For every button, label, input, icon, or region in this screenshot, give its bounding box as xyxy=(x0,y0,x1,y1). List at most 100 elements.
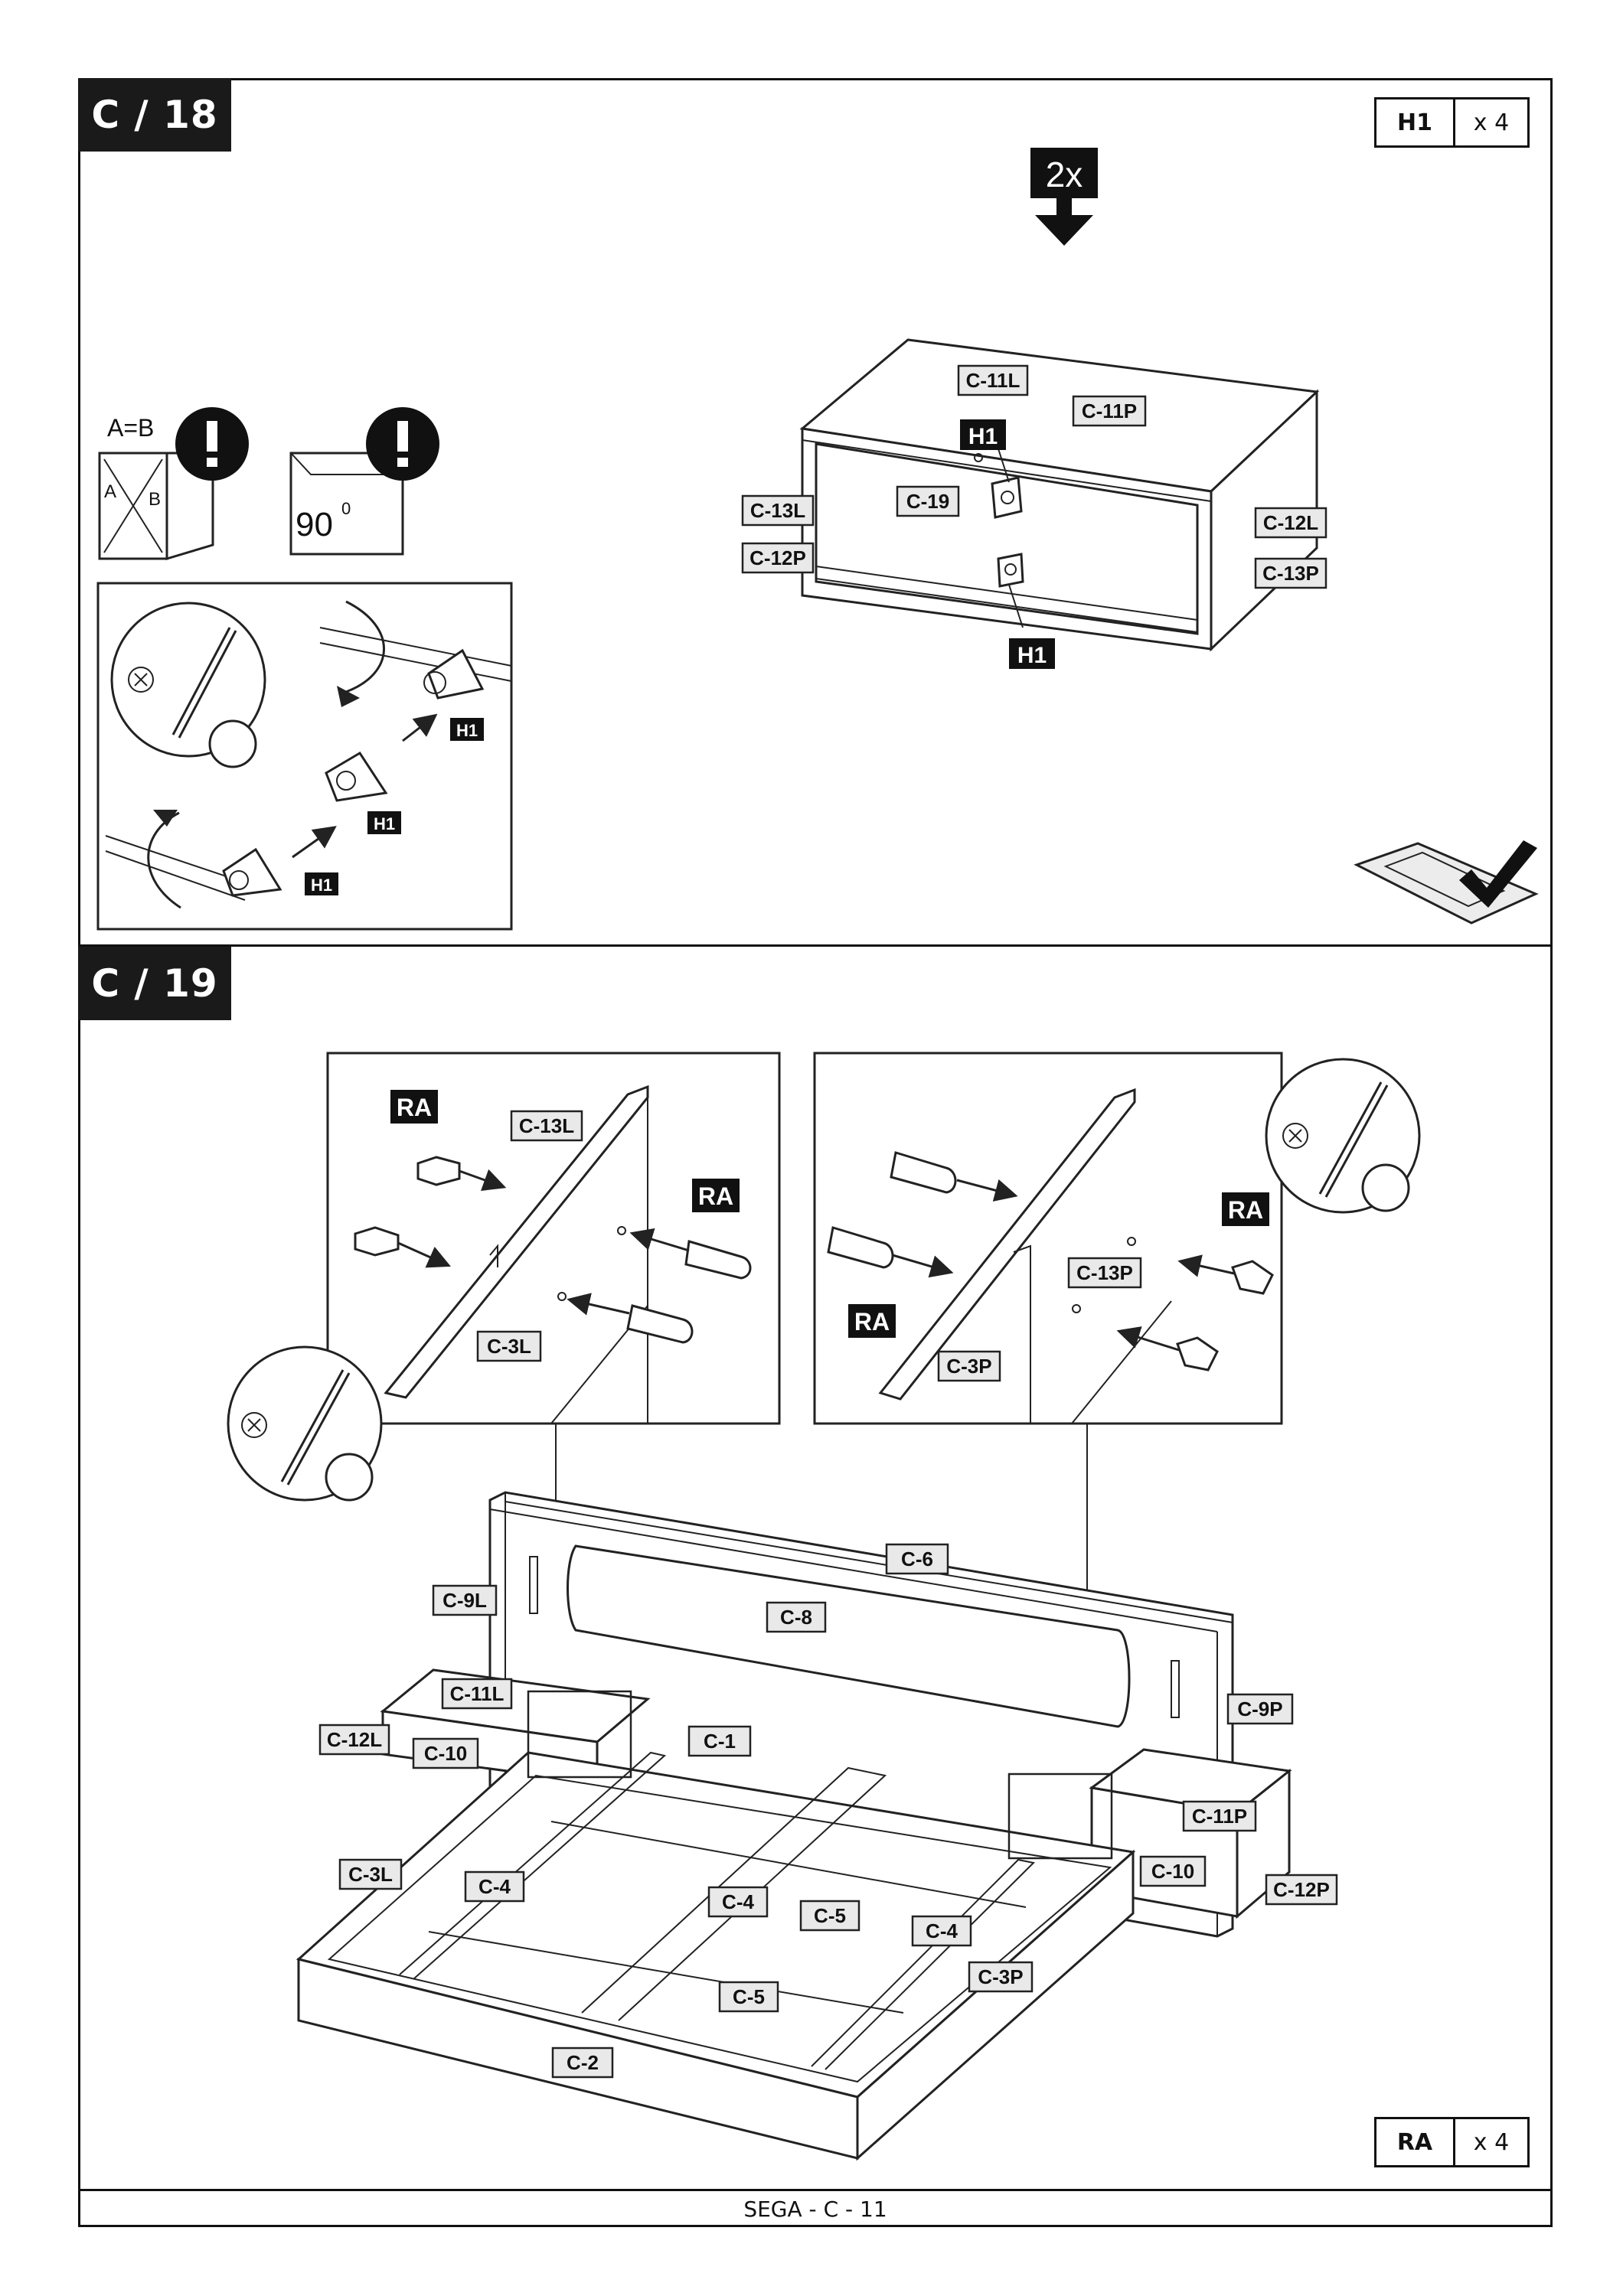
label-c6: C-6 xyxy=(885,1543,949,1575)
svg-text:B: B xyxy=(149,489,161,510)
svg-text:C-10: C-10 xyxy=(1151,1860,1194,1883)
label-c3l-detail: C-3L xyxy=(476,1330,542,1362)
svg-text:C-3P: C-3P xyxy=(946,1355,991,1378)
label-c13l-detail: C-13L xyxy=(510,1110,583,1142)
svg-text:RA: RA xyxy=(1228,1196,1263,1224)
label-c11p: C-11P xyxy=(1072,395,1147,427)
page-frame xyxy=(78,78,1553,2227)
svg-text:A: A xyxy=(104,481,116,502)
svg-text:C-11L: C-11L xyxy=(450,1682,505,1705)
repeat-count: 2x xyxy=(1046,155,1083,194)
label-ra-right-a: RA xyxy=(1222,1192,1269,1226)
hardware-code: RA xyxy=(1376,2119,1455,2165)
label-c2: C-2 xyxy=(551,2047,614,2079)
label-c12l: C-12L xyxy=(1254,507,1327,539)
svg-text:C-2: C-2 xyxy=(567,2051,599,2074)
label-c4-left: C-4 xyxy=(464,1870,525,1903)
step-19-title: C / 19 xyxy=(78,947,231,1020)
svg-text:C-3P: C-3P xyxy=(978,1965,1023,1988)
svg-text:C-10: C-10 xyxy=(424,1742,467,1765)
label-c10-left: C-10 xyxy=(412,1737,479,1769)
label-c1: C-1 xyxy=(687,1725,752,1757)
hardware-count: x 4 xyxy=(1473,109,1510,136)
checkmark-icon xyxy=(1354,840,1539,925)
svg-text:H1: H1 xyxy=(311,876,332,895)
svg-text:C-12L: C-12L xyxy=(327,1728,382,1751)
svg-text:C-11L: C-11L xyxy=(966,369,1020,392)
svg-text:0: 0 xyxy=(341,499,351,518)
label-ra-left-b: RA xyxy=(692,1179,740,1212)
svg-text:C-1: C-1 xyxy=(704,1730,736,1753)
hardware-count: x 4 xyxy=(1473,2128,1510,2156)
label-ra-left-a: RA xyxy=(390,1090,438,1124)
svg-text:C-13P: C-13P xyxy=(1262,562,1319,585)
label-c5-top: C-5 xyxy=(799,1900,860,1932)
svg-text:C-3L: C-3L xyxy=(487,1335,531,1358)
label-h1-detail-a: H1 xyxy=(450,718,484,741)
svg-text:H1: H1 xyxy=(456,721,478,740)
label-c4-mid: C-4 xyxy=(707,1886,769,1918)
svg-text:C-12P: C-12P xyxy=(749,546,806,569)
svg-text:C-3L: C-3L xyxy=(348,1863,393,1886)
svg-text:90: 90 xyxy=(296,506,333,543)
svg-text:C-5: C-5 xyxy=(814,1904,846,1927)
svg-text:H1: H1 xyxy=(1017,643,1047,668)
label-h1-bottom: H1 xyxy=(1009,638,1055,669)
svg-text:C-13L: C-13L xyxy=(519,1114,574,1137)
repeat-arrow-icon: 2x xyxy=(1030,148,1098,246)
svg-text:RA: RA xyxy=(854,1308,890,1336)
label-c9l: C-9L xyxy=(432,1584,498,1616)
svg-text:C-9P: C-9P xyxy=(1237,1698,1282,1720)
label-h1-detail-b: H1 xyxy=(367,811,401,834)
fitting-detail-box: H1 H1 H1 xyxy=(96,582,513,931)
label-c3l: C-3L xyxy=(338,1858,403,1890)
label-c12l: C-12L xyxy=(318,1724,390,1756)
label-c11l: C-11L xyxy=(957,364,1029,396)
page-footer: SEGA - C - 11 xyxy=(78,2189,1553,2227)
svg-text:C-13P: C-13P xyxy=(1076,1261,1133,1284)
svg-text:C-8: C-8 xyxy=(780,1606,812,1629)
dowel-detail-right: RA RA C-13P C-3P xyxy=(813,1052,1421,1425)
svg-text:C-13L: C-13L xyxy=(750,499,805,522)
label-h1-detail-c: H1 xyxy=(305,872,338,895)
label-c9p: C-9P xyxy=(1226,1693,1294,1725)
hardware-code: H1 xyxy=(1376,99,1455,145)
hardware-qty-ra: RA x 4 xyxy=(1374,2117,1530,2167)
svg-text:C-5: C-5 xyxy=(733,1985,765,2008)
svg-text:C-4: C-4 xyxy=(722,1890,754,1913)
svg-text:C-12P: C-12P xyxy=(1273,1878,1330,1901)
label-c12p: C-12P xyxy=(1265,1874,1338,1906)
svg-text:RA: RA xyxy=(397,1094,432,1121)
label-c5-bottom: C-5 xyxy=(718,1981,779,2013)
svg-text:H1: H1 xyxy=(374,814,395,833)
label-c8: C-8 xyxy=(766,1601,827,1633)
label-c10-right: C-10 xyxy=(1139,1855,1207,1887)
svg-text:C-4: C-4 xyxy=(926,1919,958,1942)
label-h1-top: H1 xyxy=(960,419,1006,450)
label-c12p: C-12P xyxy=(741,542,815,574)
svg-text:C-19: C-19 xyxy=(906,490,949,513)
label-c11l: C-11L xyxy=(441,1678,513,1710)
svg-text:H1: H1 xyxy=(968,424,998,449)
svg-text:C-4: C-4 xyxy=(478,1875,511,1898)
label-c3p: C-3P xyxy=(968,1961,1034,1993)
svg-text:C-11P: C-11P xyxy=(1082,400,1137,422)
label-c13p-detail: C-13P xyxy=(1067,1257,1142,1289)
dowel-detail-left: RA RA C-13L C-3L xyxy=(227,1052,781,1502)
label-c11p: C-11P xyxy=(1182,1800,1257,1832)
svg-text:C-11P: C-11P xyxy=(1192,1805,1247,1828)
right-angle-icon: 90 0 xyxy=(289,407,439,556)
hardware-qty-h1: H1 x 4 xyxy=(1374,97,1530,148)
svg-text:C-12L: C-12L xyxy=(1263,511,1318,534)
square-check-icon: A=B A B xyxy=(98,407,249,561)
label-ra-right-b: RA xyxy=(848,1304,896,1338)
label-c13l: C-13L xyxy=(741,494,815,527)
label-c3p-detail: C-3P xyxy=(937,1350,1001,1382)
svg-text:C-9L: C-9L xyxy=(442,1589,487,1612)
step-divider xyxy=(78,944,1553,947)
label-c4-right: C-4 xyxy=(911,1915,972,1947)
label-c13p: C-13P xyxy=(1254,557,1327,589)
svg-text:RA: RA xyxy=(698,1182,733,1210)
step-18-title: C / 18 xyxy=(78,78,231,152)
